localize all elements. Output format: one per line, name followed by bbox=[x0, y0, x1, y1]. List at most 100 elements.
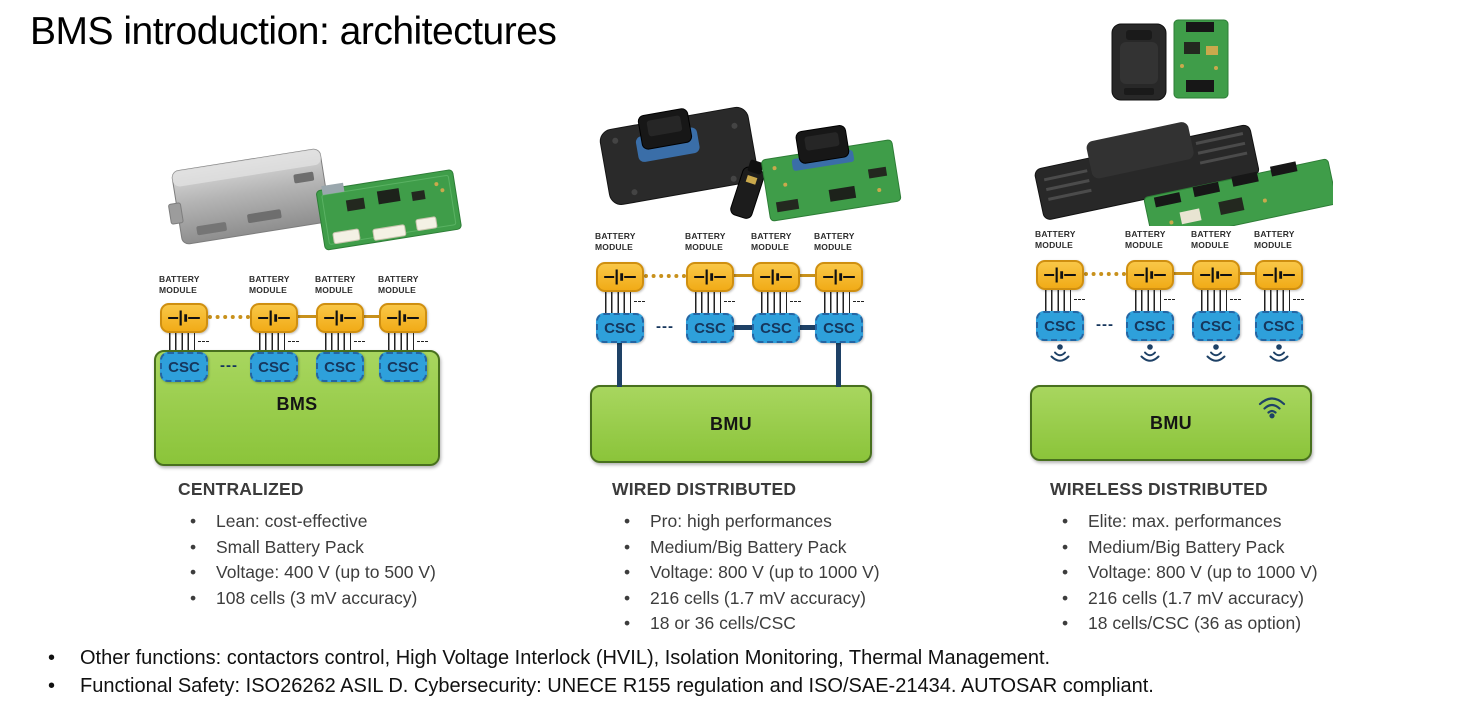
wireless-signal-icon bbox=[1140, 344, 1160, 362]
architecture-bullet: 108 cells (3 mV accuracy) bbox=[178, 586, 548, 612]
csc-box: CSC bbox=[815, 313, 863, 343]
battery-module-box bbox=[1126, 260, 1174, 290]
battery-cell-icon bbox=[387, 310, 419, 326]
csc-box: CSC bbox=[160, 352, 208, 382]
centralized-diagram: BMS BATTERY MODULE CSC BATTERY MODULE CS… bbox=[152, 268, 442, 468]
wired-distributed-caption: WIRED DISTRIBUTED Pro: high performances… bbox=[612, 479, 982, 637]
battery-module-label: BATTERY MODULE bbox=[1191, 229, 1232, 250]
battery-module-box bbox=[1255, 260, 1303, 290]
battery-cell-icon bbox=[823, 269, 855, 285]
battery-module-box bbox=[1192, 260, 1240, 290]
footnote: Functional Safety: ISO26262 ASIL D. Cybe… bbox=[42, 673, 1462, 701]
csc-label: CSC bbox=[258, 358, 290, 376]
wireless-hardware-photo bbox=[1034, 19, 1333, 226]
small-black-case bbox=[1111, 23, 1167, 101]
footnote: Other functions: contactors control, Hig… bbox=[42, 645, 1462, 673]
architecture-heading: CENTRALIZED bbox=[178, 479, 304, 499]
slide-title: BMS introduction: architectures bbox=[30, 10, 557, 53]
daisy-chain-bus-dotted bbox=[644, 274, 686, 278]
architecture-bullet: Voltage: 800 V (up to 1000 V) bbox=[1050, 560, 1420, 586]
architecture-heading: WIRELESS DISTRIBUTED bbox=[1050, 479, 1268, 499]
csc-daisy-chain-link bbox=[733, 325, 753, 330]
architecture-bullet-list: Pro: high performances Medium/Big Batter… bbox=[612, 509, 982, 637]
controller-label: BMU bbox=[710, 413, 752, 434]
battery-module-label: BATTERY MODULE bbox=[159, 274, 200, 295]
cell-tap-wires bbox=[1201, 290, 1241, 311]
csc-box: CSC bbox=[379, 352, 427, 382]
architecture-bullet: 216 cells (1.7 mV accuracy) bbox=[612, 586, 982, 612]
architecture-bullet: 216 cells (1.7 mV accuracy) bbox=[1050, 586, 1420, 612]
csc-label: CSC bbox=[604, 319, 636, 337]
battery-module-label: BATTERY MODULE bbox=[814, 231, 855, 252]
csc-label: CSC bbox=[324, 358, 356, 376]
battery-module-label: BATTERY MODULE bbox=[315, 274, 356, 295]
wired-distributed-diagram: BMU BATTERY MODULE CSC BATTERY MODULE CS… bbox=[588, 231, 878, 463]
architecture-bullet: Small Battery Pack bbox=[178, 535, 548, 561]
architecture-bullet-list: Lean: cost-effective Small Battery Pack … bbox=[178, 509, 548, 611]
csc-box: CSC bbox=[1126, 311, 1174, 341]
wireless-signal-icon bbox=[1206, 344, 1226, 362]
battery-module-label: BATTERY MODULE bbox=[595, 231, 636, 252]
csc-to-bmu-link bbox=[617, 340, 622, 387]
csc-label: CSC bbox=[1263, 317, 1295, 335]
cell-tap-wires bbox=[1135, 290, 1175, 311]
architecture-bullet: Elite: max. performances bbox=[1050, 509, 1420, 535]
more-modules-ellipsis: --- bbox=[656, 318, 674, 335]
cell-tap-wires bbox=[761, 292, 801, 313]
battery-module-box bbox=[250, 303, 298, 333]
bmu-box: BMU bbox=[590, 385, 872, 463]
architecture-bullet: Pro: high performances bbox=[612, 509, 982, 535]
battery-cell-icon bbox=[694, 269, 726, 285]
battery-cell-icon bbox=[1263, 267, 1295, 283]
battery-module-label: BATTERY MODULE bbox=[378, 274, 419, 295]
csc-box: CSC bbox=[316, 352, 364, 382]
green-pcb bbox=[316, 169, 462, 251]
wireless-distributed-caption: WIRELESS DISTRIBUTED Elite: max. perform… bbox=[1050, 479, 1420, 637]
csc-box: CSC bbox=[1192, 311, 1240, 341]
cell-tap-wires bbox=[1264, 290, 1304, 311]
csc-box: CSC bbox=[250, 352, 298, 382]
battery-module-box bbox=[1036, 260, 1084, 290]
battery-cell-icon bbox=[168, 310, 200, 326]
csc-label: CSC bbox=[168, 358, 200, 376]
battery-module-box bbox=[686, 262, 734, 292]
cell-tap-wires bbox=[605, 292, 645, 313]
architecture-bullet: Lean: cost-effective bbox=[178, 509, 548, 535]
battery-cell-icon bbox=[258, 310, 290, 326]
architecture-bullet: 18 or 36 cells/CSC bbox=[612, 611, 982, 637]
battery-cell-icon bbox=[604, 269, 636, 285]
bmu-box: BMU bbox=[1030, 385, 1312, 461]
csc-box: CSC bbox=[1255, 311, 1303, 341]
battery-module-label: BATTERY MODULE bbox=[1035, 229, 1076, 250]
csc-to-bmu-link bbox=[836, 340, 841, 387]
battery-cell-icon bbox=[1044, 267, 1076, 283]
long-black-module bbox=[1034, 122, 1260, 220]
more-modules-ellipsis: --- bbox=[220, 357, 238, 374]
battery-cell-icon bbox=[1200, 267, 1232, 283]
metal-bmu-enclosure bbox=[168, 148, 331, 245]
csc-pcb bbox=[761, 125, 902, 222]
battery-module-box bbox=[752, 262, 800, 292]
architecture-bullet-list: Elite: max. performances Medium/Big Batt… bbox=[1050, 509, 1420, 637]
architecture-bullet: Medium/Big Battery Pack bbox=[612, 535, 982, 561]
csc-box: CSC bbox=[686, 313, 734, 343]
csc-box: CSC bbox=[752, 313, 800, 343]
cell-tap-wires bbox=[695, 292, 735, 313]
wireless-signal-icon bbox=[1050, 344, 1070, 362]
battery-module-box bbox=[316, 303, 364, 333]
small-green-pcb bbox=[1173, 19, 1229, 99]
battery-module-box bbox=[815, 262, 863, 292]
battery-cell-icon bbox=[1134, 267, 1166, 283]
csc-label: CSC bbox=[1200, 317, 1232, 335]
wireless-signal-icon bbox=[1269, 344, 1289, 362]
wifi-icon bbox=[1258, 397, 1286, 419]
architecture-bullet: Medium/Big Battery Pack bbox=[1050, 535, 1420, 561]
controller-label: BMU bbox=[1150, 412, 1192, 433]
csc-label: CSC bbox=[1134, 317, 1166, 335]
csc-label: CSC bbox=[387, 358, 419, 376]
battery-cell-icon bbox=[760, 269, 792, 285]
battery-module-label: BATTERY MODULE bbox=[1254, 229, 1295, 250]
csc-box: CSC bbox=[596, 313, 644, 343]
battery-module-label: BATTERY MODULE bbox=[751, 231, 792, 252]
